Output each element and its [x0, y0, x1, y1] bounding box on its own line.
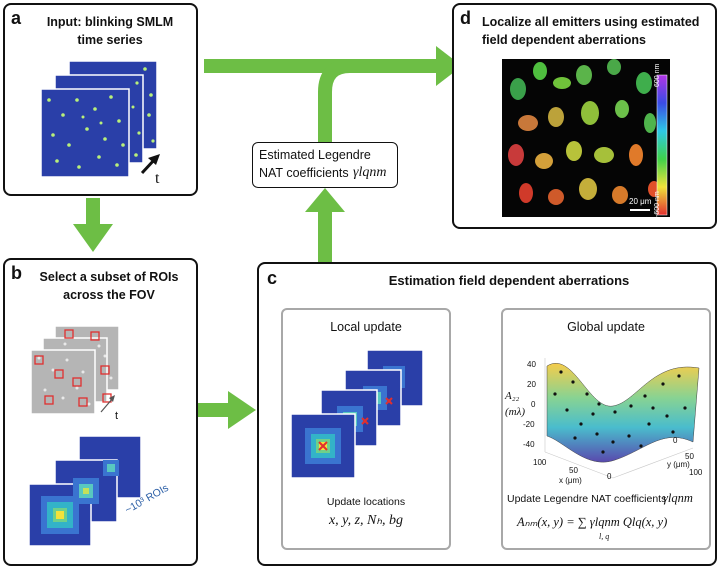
arrow-estimated-to-d — [318, 59, 400, 142]
panel-b: b Select a subset of ROIs across the FOV — [3, 258, 198, 566]
panel-c: c Estimation field dependent aberrations… — [257, 262, 717, 566]
zlabel-line2: (mλ) — [505, 406, 526, 418]
panel-d: d Localize all emitters using estimated … — [452, 3, 717, 229]
panel-b-time-label: t — [115, 410, 119, 422]
depth-colorbar — [656, 74, 668, 216]
panel-a: a Input: blinking SMLM time series t — [3, 3, 198, 196]
local-update-caption: Update locations — [326, 496, 406, 508]
xtick-50: 50 — [569, 466, 578, 475]
panel-d-letter: d — [460, 8, 471, 28]
panel-a-letter: a — [11, 8, 22, 28]
y-axis-label: y (μm) — [667, 460, 690, 469]
global-update-caption: Update Legendre NAT coefficients — [507, 493, 667, 505]
ytick-0: 0 — [673, 436, 678, 445]
panel-a-title-line2: time series — [77, 33, 143, 47]
scalebar-label: 20 μm — [629, 197, 652, 206]
ztick-neg40: -40 — [523, 440, 535, 449]
zlabel-line1: A₂₂ — [505, 390, 520, 402]
colorbar-top-label: 600 nm — [654, 63, 661, 87]
sum-index: l, q — [599, 532, 610, 541]
saddle-surface — [546, 363, 700, 463]
ztick-40: 40 — [527, 360, 536, 369]
gray-frame-front — [30, 349, 96, 415]
ytick-50: 50 — [685, 452, 694, 461]
ztick-20: 20 — [527, 380, 536, 389]
estimated-symbol: γlqnm — [353, 165, 387, 180]
panel-d-title-line1: Localize all emitters using estimated — [482, 15, 700, 29]
time-arrow-small-icon — [100, 395, 115, 413]
panel-b-title-line2: across the FOV — [63, 288, 155, 302]
data-points — [553, 370, 687, 454]
arrow-c-to-estimated — [305, 188, 345, 262]
cell-nuclei — [508, 59, 660, 205]
panel-b-title-line1: Select a subset of ROIs — [39, 270, 179, 284]
x-axis-label: x (μm) — [559, 476, 582, 485]
estimated-coefficients-box: Estimated Legendre NAT coefficients γlqn… — [252, 142, 398, 188]
local-update-title: Local update — [330, 320, 402, 334]
panel-c-letter: c — [267, 268, 278, 288]
roi-selection — [28, 325, 142, 547]
arrow-b-to-c — [198, 391, 256, 429]
legendre-equation: Aₙₘ(x, y) = ∑ γlqnm Qlq(x, y) — [517, 515, 668, 529]
arrow-a-to-b — [73, 198, 113, 252]
smlm-frames — [40, 60, 160, 178]
xtick-0: 0 — [607, 472, 612, 481]
local-update-params: x, y, z, Nₕ, bg — [328, 513, 404, 528]
estimated-line2: NAT coefficients — [259, 166, 349, 180]
blinking-emitters — [47, 67, 155, 169]
panel-d-title-line2: field dependent aberrations — [482, 33, 646, 47]
global-update-box: Global update — [501, 308, 711, 550]
frame-front — [40, 88, 130, 178]
gray-emitters — [37, 342, 113, 406]
estimated-line1: Estimated Legendre — [259, 148, 371, 162]
local-psf-stack — [290, 349, 424, 479]
xtick-100: 100 — [533, 458, 547, 467]
aberration-surface-plot — [544, 358, 700, 479]
time-arrow-icon — [140, 154, 160, 175]
ytick-100: 100 — [689, 468, 703, 477]
global-update-title: Global update — [567, 320, 645, 334]
localization-marker-icon — [318, 397, 393, 451]
ztick-0: 0 — [531, 400, 536, 409]
panel-c-title: Estimation field dependent aberrations — [388, 273, 630, 288]
localization-image — [502, 59, 670, 217]
global-caption-symbol: γlqnm — [663, 491, 693, 505]
local-update-box: Local update Update locations x, y, z, N… — [281, 308, 451, 550]
panel-a-time-label: t — [155, 170, 160, 187]
roi-psf-back — [103, 460, 119, 476]
colorbar-bottom-label: -600 nm — [654, 191, 661, 217]
panel-a-title-line1: Input: blinking SMLM — [46, 15, 174, 29]
roi-psf-front — [41, 496, 79, 534]
panel-b-letter: b — [11, 263, 22, 283]
ztick-neg20: -20 — [523, 420, 535, 429]
